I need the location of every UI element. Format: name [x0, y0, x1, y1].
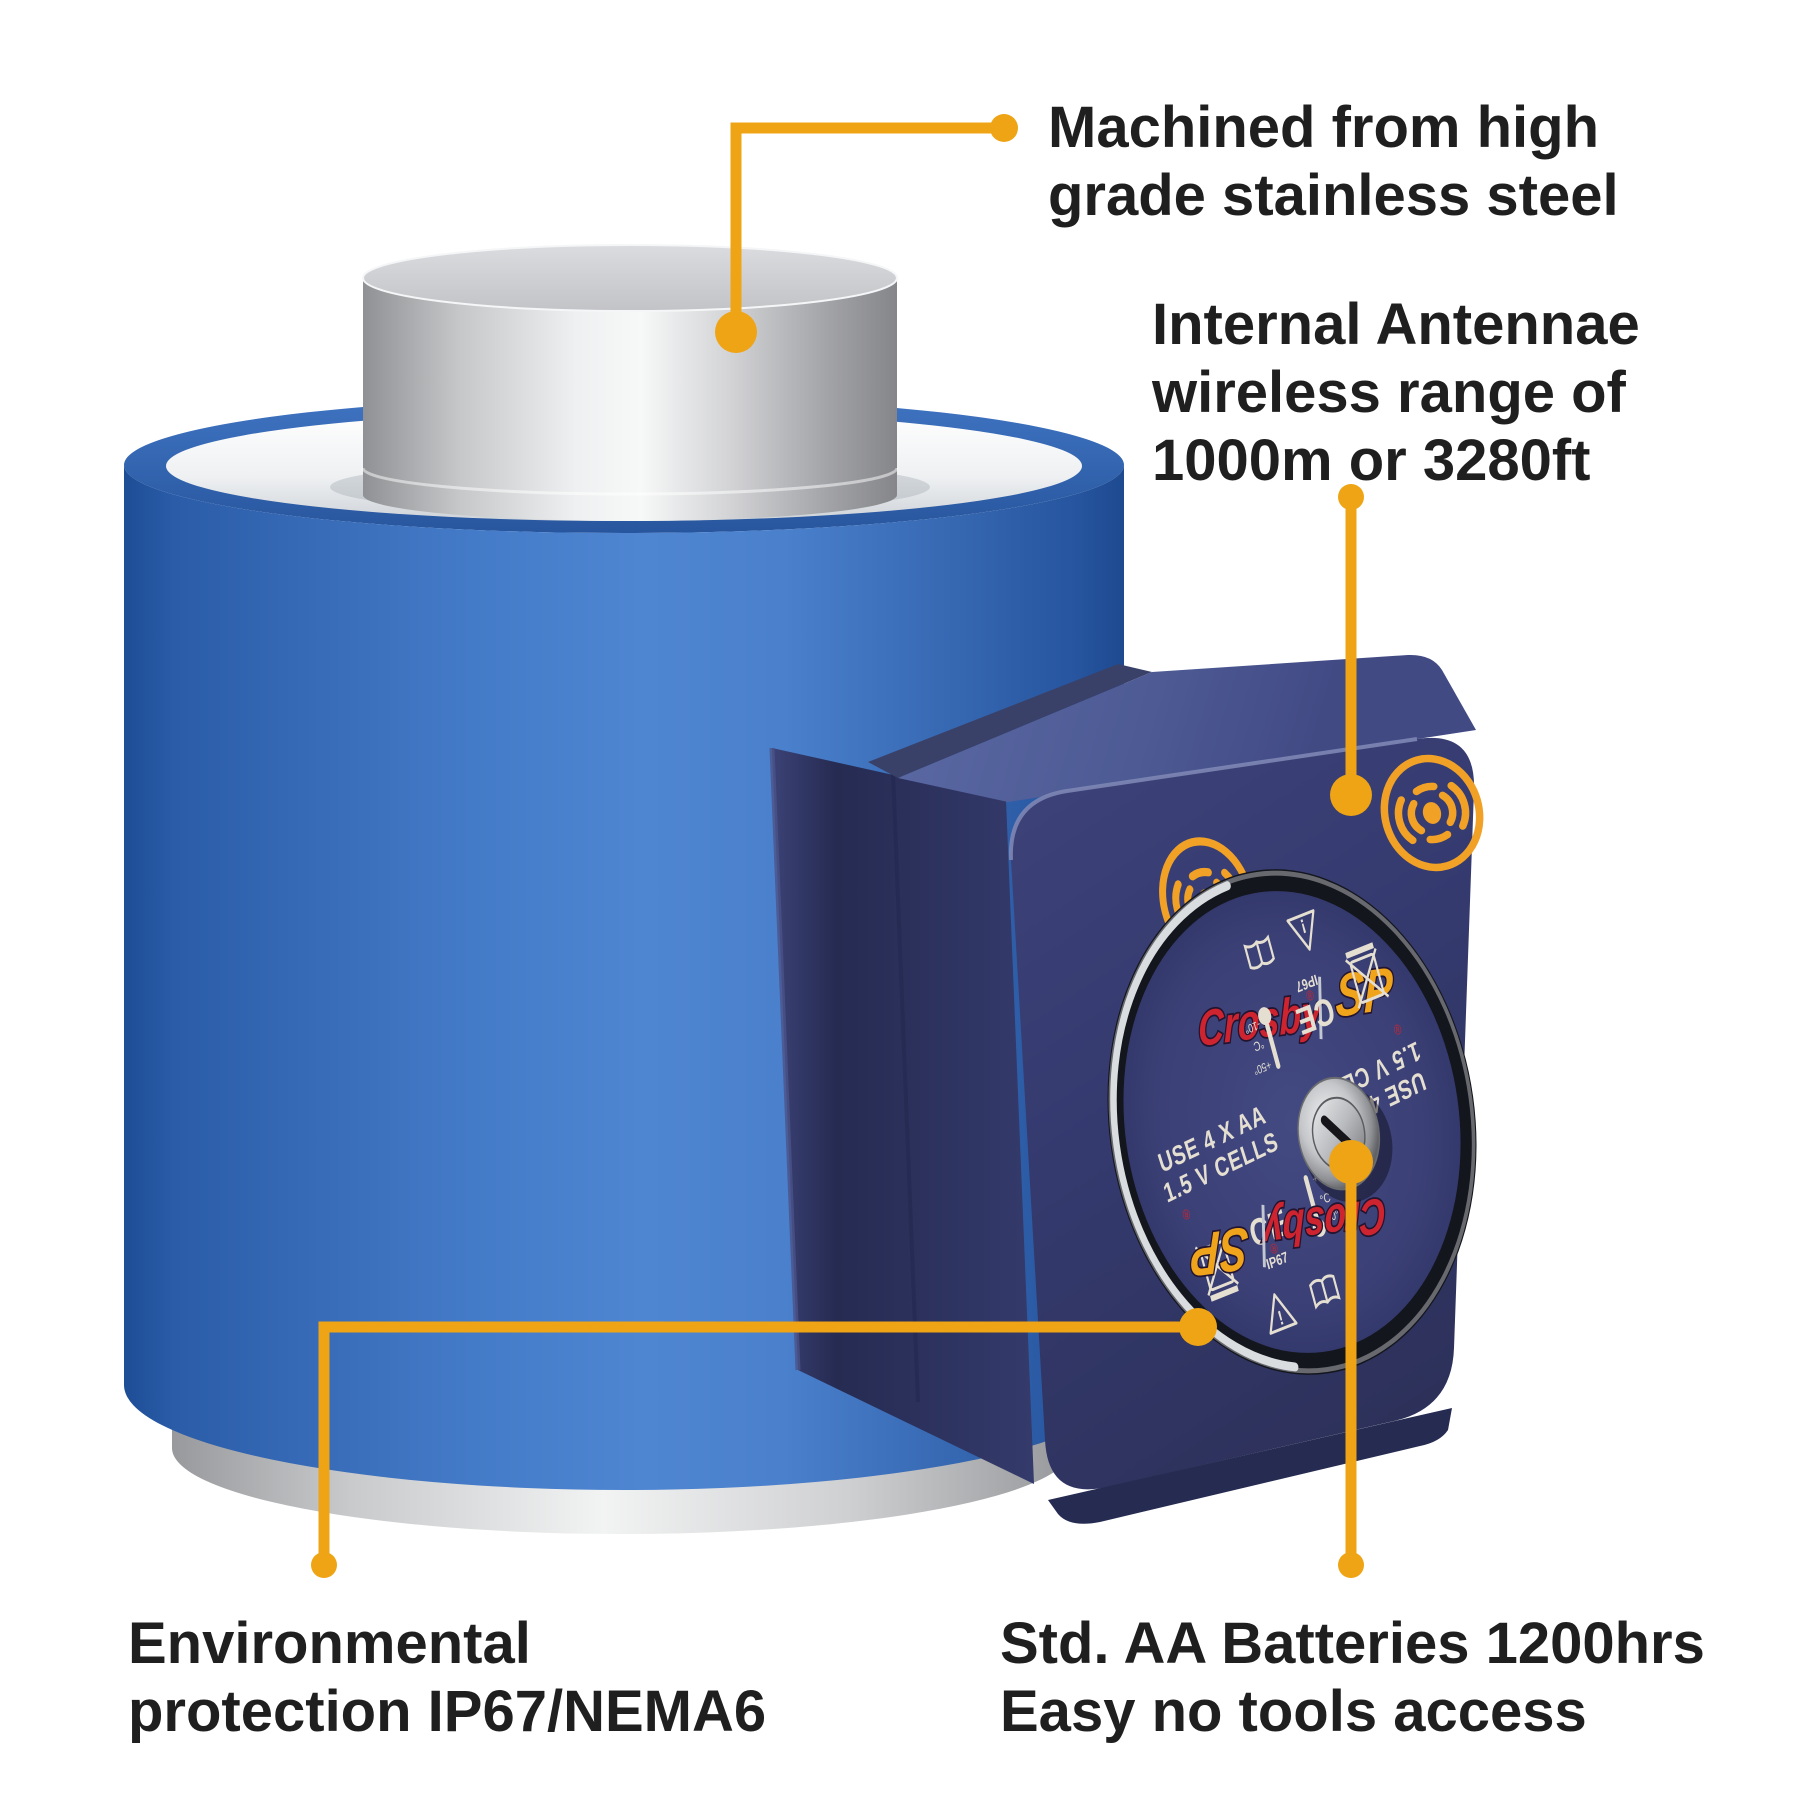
callout-dot-text-end [1338, 1552, 1364, 1578]
callout-dot-text-end [311, 1552, 337, 1578]
antennae-label-line2: wireless range of [1151, 360, 1627, 425]
environment-label-line2: protection IP67/NEMA6 [128, 1679, 766, 1744]
manual-book-icon [1309, 1274, 1341, 1310]
brand-plate: Crosby ® SP ® USE 4 X AA 1.5 V CELLS [1107, 869, 1477, 1375]
machined-label-line2: grade stainless steel [1048, 163, 1619, 228]
warning-triangle-icon: ! [1269, 1293, 1298, 1335]
callout-machined: Machined from high grade stainless steel [715, 95, 1619, 353]
sp-registered-mark: ® [1393, 1021, 1403, 1038]
callout-dot-target [1329, 1140, 1373, 1184]
callout-dot-target [715, 311, 757, 353]
callout-batteries: Std. AA Batteries 1200hrs Easy no tools … [1000, 1140, 1705, 1744]
warning-exclamation: ! [1275, 1306, 1285, 1330]
callout-dot-target [1179, 1308, 1217, 1346]
batteries-label-line1: Std. AA Batteries 1200hrs [1000, 1611, 1705, 1676]
antennae-label-line3: 1000m or 3280ft [1152, 428, 1590, 493]
module-top-face [898, 654, 1476, 802]
machined-label-line1: Machined from high [1048, 95, 1599, 160]
wireless-module: Crosby ® SP ® USE 4 X AA 1.5 V CELLS [769, 654, 1508, 1524]
callout-dot-text-end [990, 114, 1018, 142]
module-chamfer [868, 664, 1152, 778]
callout-environment: Environmental protection IP67/NEMA6 [128, 1308, 1217, 1744]
steel-pillar [361, 244, 899, 521]
environment-label-line1: Environmental [128, 1611, 531, 1676]
module-side-face [772, 748, 1034, 1484]
batteries-label-line2: Easy no tools access [1000, 1679, 1587, 1744]
callout-dot-target [1330, 774, 1372, 816]
antennae-label-line1: Internal Antennae [1152, 292, 1640, 357]
callout-dot-text-end [1338, 484, 1364, 510]
callout-antennae: Internal Antennae wireless range of 1000… [1151, 292, 1640, 816]
